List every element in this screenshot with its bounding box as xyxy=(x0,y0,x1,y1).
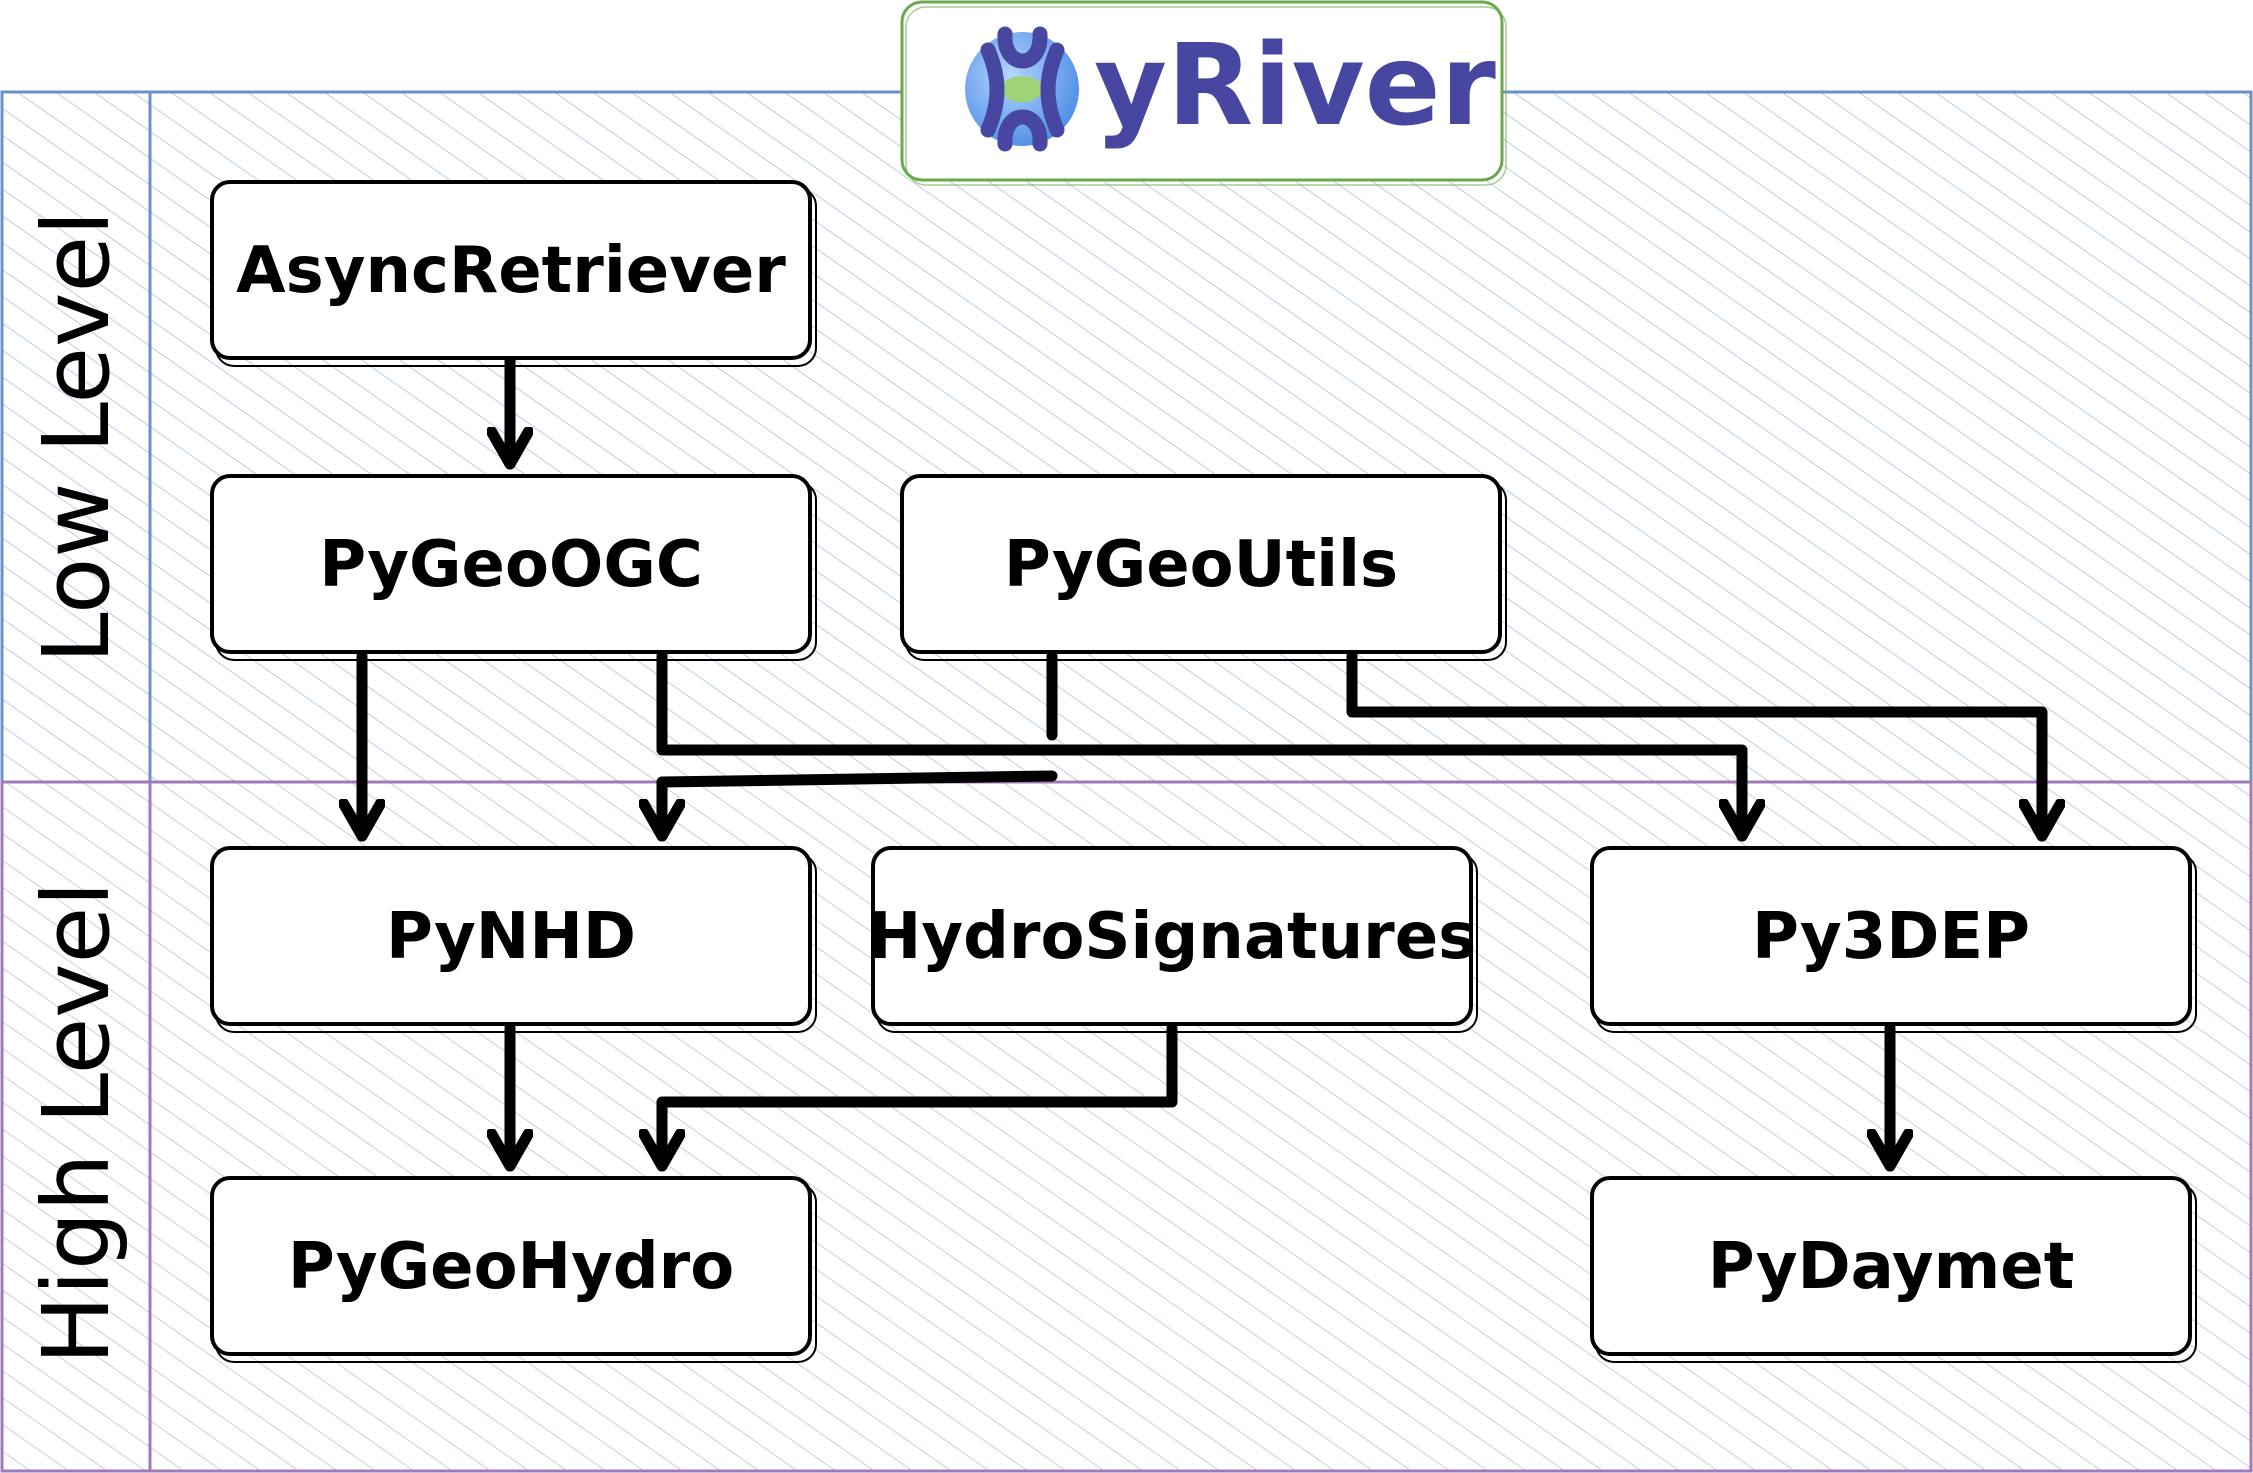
node-pygeoutils-label: PyGeoUtils xyxy=(1004,528,1398,602)
dependency-edges xyxy=(362,354,2042,1166)
node-pydaymet: PyDaymet xyxy=(1590,1176,2197,1363)
node-pydaymet-shadow xyxy=(1590,1176,2192,1356)
edge-pygeoutils-to-pynhd xyxy=(662,650,1058,836)
edge-pygeoutils-to-pydaymet xyxy=(1346,650,2042,836)
node-pygeohydro-label: PyGeoHydro xyxy=(288,1230,734,1304)
edge-hydrosignatures-to-pygeohydro xyxy=(662,1022,1178,1166)
band-low-level-label: Low Level xyxy=(23,210,130,663)
node-pygeoogc: PyGeoOGC xyxy=(210,474,817,661)
h-globe-icon xyxy=(965,26,1079,152)
logo-text: yRiver xyxy=(1094,21,1496,151)
node-hydrosignatures-label: HydroSignatures xyxy=(868,900,1476,974)
node-py3dep-shadow xyxy=(1590,846,2192,1026)
node-pynhd-label: PyNHD xyxy=(386,900,636,974)
node-asyncretriever: AsyncRetriever xyxy=(210,180,817,367)
node-pygeoogc-label: PyGeoOGC xyxy=(319,528,703,602)
node-pygeoogc-shadow xyxy=(210,474,812,654)
node-pygeohydro-shadow xyxy=(210,1176,812,1356)
band-high-level-label: High Level xyxy=(23,881,130,1365)
node-pynhd: PyNHD xyxy=(210,846,817,1033)
node-pygeoutils-shadow xyxy=(900,474,1502,654)
node-pygeohydro: PyGeoHydro xyxy=(210,1176,817,1363)
logo-frame-shadow xyxy=(905,6,1507,186)
node-hydrosignatures-shadow xyxy=(871,846,1473,1026)
node-asyncretriever-shadow xyxy=(210,180,812,360)
hyriver-logo: yRiver xyxy=(900,0,1507,186)
node-py3dep-label: Py3DEP xyxy=(1752,900,2030,974)
node-py3dep: Py3DEP xyxy=(1590,846,2197,1033)
node-pygeoutils: PyGeoUtils xyxy=(900,474,1507,661)
edge-pygeoogc-to-py3dep xyxy=(656,650,1742,836)
node-pynhd-shadow xyxy=(210,846,812,1026)
node-pydaymet-label: PyDaymet xyxy=(1708,1230,2075,1304)
node-hydrosignatures: HydroSignatures xyxy=(868,846,1478,1033)
node-asyncretriever-label: AsyncRetriever xyxy=(236,234,786,308)
